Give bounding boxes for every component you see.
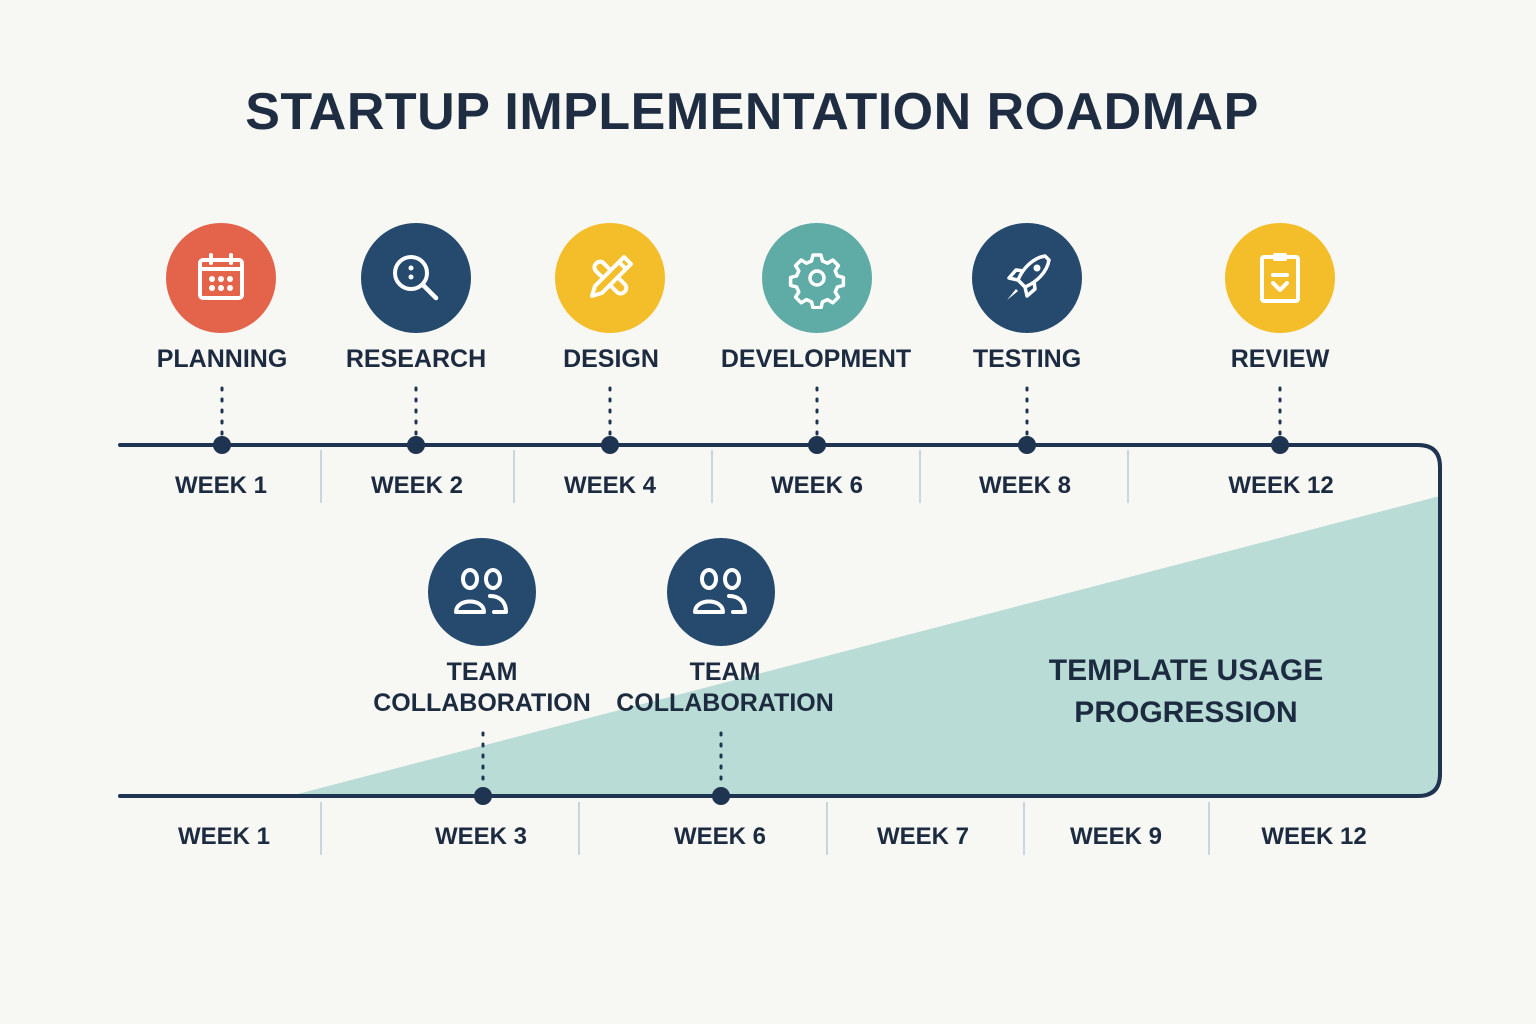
testing-milestone-icon[interactable]: [972, 223, 1082, 333]
rocket-icon: [1007, 254, 1051, 300]
label-line: TEAM: [689, 658, 761, 686]
top-week-label: WEEK 2: [370, 472, 464, 499]
planning-milestone-icon[interactable]: [166, 223, 276, 333]
clipboard-check-icon: [1260, 253, 1300, 303]
milestone-label-development: DEVELOPMENT: [720, 345, 912, 373]
label-line: TEMPLATE USAGE: [1048, 654, 1324, 687]
bottom-week-label: WEEK 7: [876, 823, 970, 850]
milestone-dot-development[interactable]: [808, 436, 826, 454]
team-collab-week3-icon[interactable]: [428, 538, 536, 646]
top-week-separators: [320, 450, 1129, 503]
label-line: PROGRESSION: [1074, 696, 1298, 729]
search-icon: [393, 255, 439, 301]
label-line: COLLABORATION: [616, 689, 834, 717]
team-icon: [693, 568, 747, 614]
design-tools-icon: [590, 255, 633, 298]
milestone-label-design: DESIGN: [563, 345, 659, 373]
gear-icon: [788, 253, 846, 309]
milestone-label-testing: TESTING: [972, 345, 1082, 373]
top-week-label: WEEK 12: [1228, 472, 1334, 499]
top-week-label: WEEK 1: [174, 472, 268, 499]
team-collab-week6-icon[interactable]: [667, 538, 775, 646]
top-connectors: [220, 386, 1282, 438]
bottom-connectors: [481, 731, 723, 788]
label-line: COLLABORATION: [373, 689, 591, 717]
calendar-icon: [198, 253, 244, 300]
bottom-week-label: WEEK 6: [673, 823, 767, 850]
page-title: STARTUP IMPLEMENTATION ROADMAP: [245, 83, 1259, 141]
milestone-label-review: REVIEW: [1230, 345, 1330, 373]
template-usage-area: [290, 496, 1440, 796]
milestone-dot-design[interactable]: [601, 436, 619, 454]
bottom-week-label: WEEK 1: [177, 823, 271, 850]
bottom-week-label: WEEK 12: [1261, 823, 1367, 850]
milestone-dot-collab-week6[interactable]: [712, 787, 730, 805]
milestone-label-team-collab-week6: TEAM COLLABORATION: [616, 657, 834, 719]
milestone-label-team-collab-week3: TEAM COLLABORATION: [373, 657, 591, 719]
top-week-label: WEEK 8: [978, 472, 1072, 499]
bottom-week-separators: [320, 802, 1210, 855]
research-milestone-icon[interactable]: [361, 223, 471, 333]
review-milestone-icon[interactable]: [1225, 223, 1335, 333]
milestone-label-planning: PLANNING: [156, 345, 288, 373]
bottom-week-label: WEEK 3: [434, 823, 528, 850]
milestone-label-research: RESEARCH: [345, 345, 487, 373]
milestone-dot-research[interactable]: [407, 436, 425, 454]
milestone-dot-planning[interactable]: [213, 436, 231, 454]
template-usage-label: TEMPLATE USAGE PROGRESSION: [1049, 650, 1323, 734]
development-milestone-icon[interactable]: [762, 223, 872, 333]
team-icon: [454, 568, 508, 614]
milestone-dot-collab-week3[interactable]: [474, 787, 492, 805]
milestone-dot-testing[interactable]: [1018, 436, 1036, 454]
top-week-label: WEEK 4: [563, 472, 657, 499]
milestone-dot-review[interactable]: [1271, 436, 1289, 454]
design-milestone-icon[interactable]: [555, 223, 665, 333]
label-line: TEAM: [446, 658, 518, 686]
top-week-label: WEEK 6: [770, 472, 864, 499]
roadmap-track: [118, 443, 1442, 798]
bottom-week-label: WEEK 9: [1069, 823, 1163, 850]
